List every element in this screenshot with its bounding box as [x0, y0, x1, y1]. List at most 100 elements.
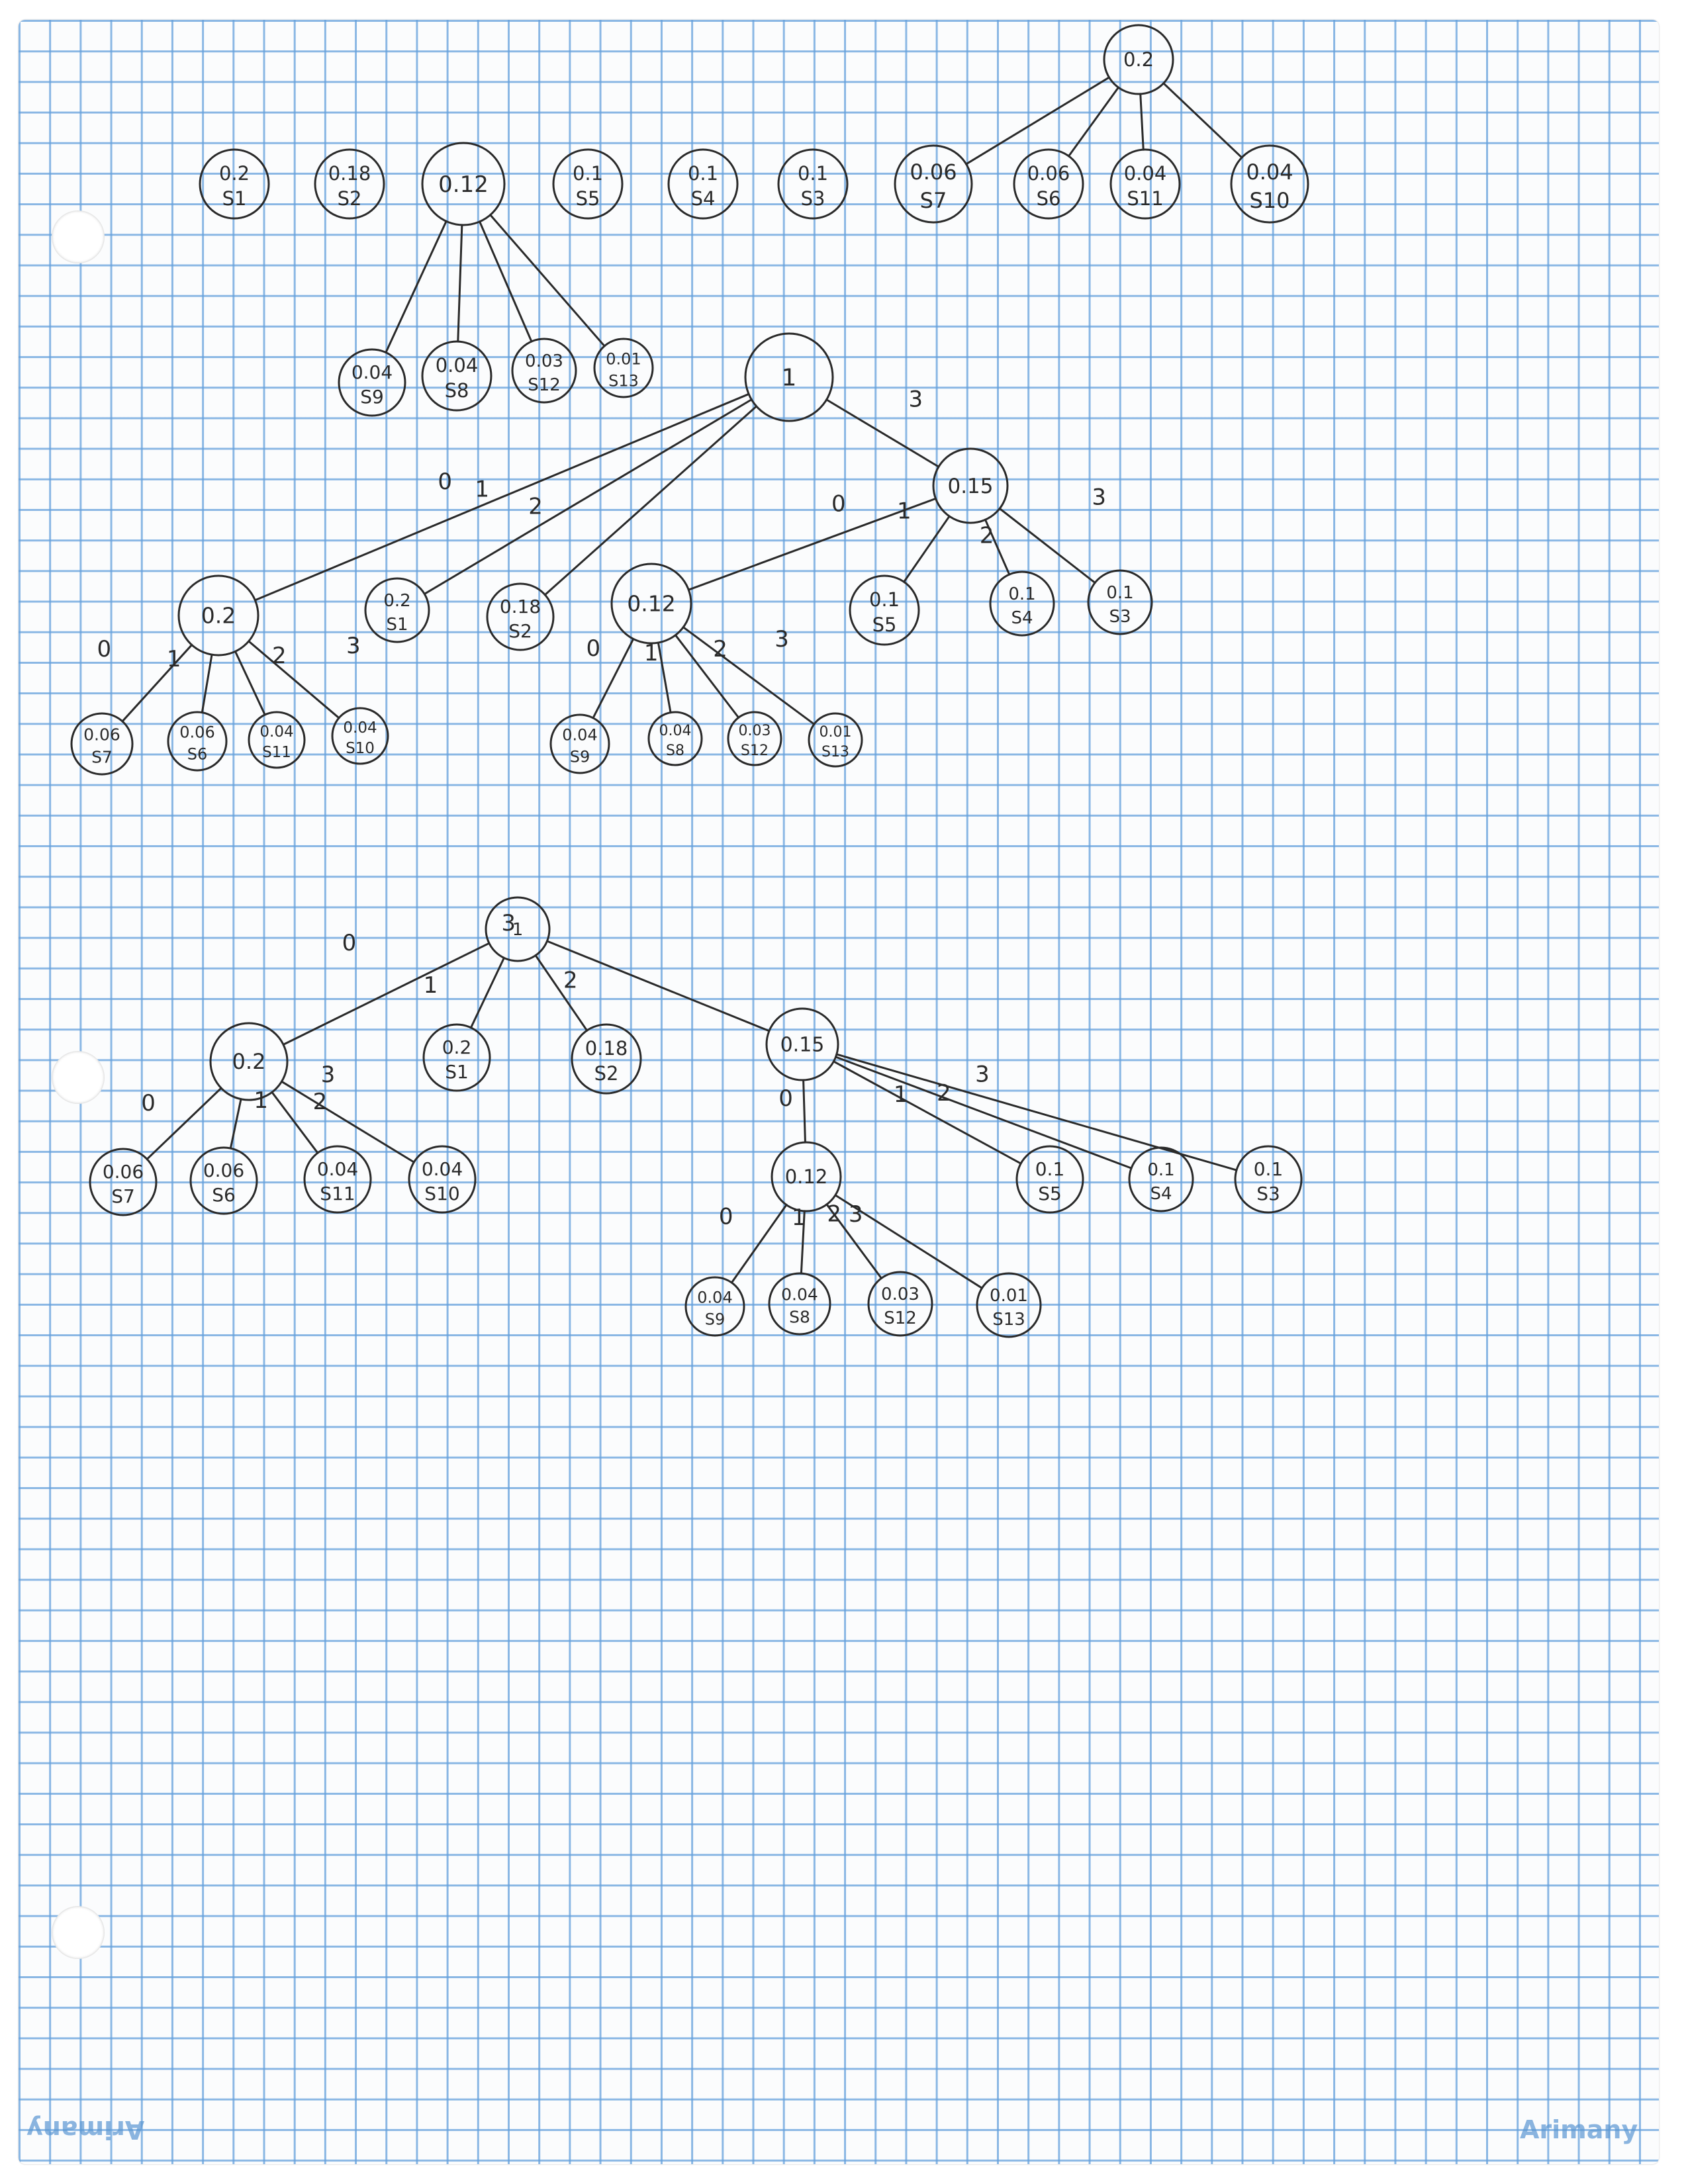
- edge-label-b_root-b_n015: 3: [908, 387, 923, 413]
- node-value: 0.01: [606, 350, 641, 369]
- edge-label-c_n02-c_s7: 0: [141, 1090, 156, 1116]
- node-circle: [421, 340, 492, 412]
- node-circle: [199, 148, 270, 220]
- node-symbol: S12: [884, 1308, 917, 1328]
- node-symbol: S1: [386, 615, 408, 635]
- node-symbol: S6: [212, 1184, 236, 1206]
- node-circle: [422, 1023, 491, 1092]
- edge-label-b_n015-b_s3: 3: [1092, 484, 1106, 510]
- node-value: 0.15: [947, 475, 993, 498]
- node-value: 0.04: [697, 1289, 732, 1307]
- node-value: 0.04: [317, 1158, 358, 1180]
- node-value: 0.06: [103, 1161, 144, 1183]
- binder-hole-middle: [52, 1051, 105, 1104]
- edge-label-c_n012-c_s13: 3: [849, 1201, 863, 1228]
- node-value: 0.15: [780, 1034, 825, 1057]
- edge-label-b_n015-b_s4: 2: [980, 523, 994, 549]
- node-circle: [808, 712, 863, 768]
- edge-a_n02-a_s7: [965, 76, 1111, 165]
- node-a_n02: 0.2: [1103, 24, 1174, 95]
- edge-c_root-c_n015: [545, 940, 771, 1032]
- node-value: 0.1: [798, 162, 828, 185]
- node-symbol: S11: [320, 1183, 355, 1205]
- node-circle: [593, 338, 654, 398]
- node-value: 0.2: [219, 162, 250, 185]
- edge-label-c_n015-c_s5: 1: [894, 1081, 908, 1108]
- edge-a_n012-a_s12: [479, 220, 533, 343]
- node-symbol: S12: [741, 743, 769, 759]
- node-circle: [209, 1022, 289, 1101]
- node-value: 0.1: [869, 588, 900, 611]
- node-symbol: S7: [111, 1185, 135, 1207]
- node-symbol: S9: [705, 1310, 726, 1328]
- edge-c_n015-c_s4: [835, 1056, 1133, 1169]
- edge-b_root-b_s2: [543, 405, 758, 596]
- node-value: 0.12: [438, 171, 489, 198]
- node-circle: [1109, 148, 1181, 220]
- node-value: 0.06: [203, 1160, 244, 1181]
- node-value: 0.1: [1008, 584, 1035, 604]
- edge-label-b_n015-b_s5: 1: [897, 498, 912, 525]
- node-circle: [89, 1148, 158, 1216]
- edge-label-c_n015-c_s3: 3: [975, 1062, 990, 1088]
- node-symbol: S10: [424, 1183, 459, 1205]
- node-symbol: S7: [91, 748, 113, 767]
- node-symbol: S4: [1011, 608, 1033, 628]
- node-c_n015: 0.15: [765, 1007, 839, 1081]
- node-symbol: S12: [528, 375, 561, 395]
- node-circle: [177, 574, 259, 657]
- node-value: 0.01: [820, 724, 852, 741]
- node-circle: [338, 348, 406, 417]
- edge-c_n02-c_s11: [271, 1091, 319, 1154]
- node-a_n012: 0.12: [421, 142, 506, 226]
- node-circle: [70, 712, 134, 776]
- edge-label-c_n02-c_s10: 3: [321, 1062, 336, 1088]
- node-value: 0.04: [422, 1158, 463, 1180]
- node-c_s3: 0.1S3: [1234, 1145, 1303, 1214]
- node-symbol: S1: [445, 1061, 469, 1083]
- edge-a_n012-a_s13: [489, 214, 606, 347]
- node-symbol: S3: [1109, 607, 1131, 627]
- node-value: 1: [782, 365, 797, 392]
- edge-b_n015-b_s5: [903, 515, 951, 583]
- binder-hole-top: [52, 210, 105, 263]
- node-circle: [667, 148, 739, 220]
- node-circle: [331, 707, 389, 765]
- edge-label-b_root-b_s2: 2: [528, 493, 543, 520]
- edge-label-b_n02-b_s7: 0: [97, 636, 111, 662]
- edge-b_n012-b_s9: [592, 637, 635, 719]
- node-value: 0.04: [1124, 162, 1167, 185]
- node-value: 0.06: [83, 725, 120, 744]
- node-symbol: S6: [1037, 187, 1061, 210]
- edge-label-b_n015-b_n012: 0: [831, 490, 846, 517]
- edge-b_root-b_n02: [254, 392, 750, 602]
- node-b_s5: 0.1S5: [849, 574, 920, 646]
- node-value: 0.01: [990, 1286, 1028, 1306]
- edge-c_n02-c_s7: [146, 1087, 222, 1160]
- node-a_s3: 0.1S3: [777, 148, 849, 220]
- node-circle: [610, 563, 692, 645]
- edge-a_n012-a_s9: [385, 220, 447, 354]
- edge-label-c_n02-c_s11: 2: [313, 1089, 328, 1115]
- node-circle: [867, 1271, 933, 1337]
- node-symbol: S8: [789, 1308, 810, 1327]
- node-symbol: S4: [691, 187, 716, 210]
- edge-b_n012-b_s12: [674, 634, 740, 719]
- node-value: 0.06: [1027, 162, 1070, 185]
- node-circle: [1103, 24, 1174, 95]
- node-circle: [571, 1023, 642, 1095]
- edge-b_n012-b_s13: [682, 626, 816, 725]
- edge-label-b_root-b_n02: 0: [438, 469, 452, 495]
- edge-c_n02-c_s10: [281, 1080, 415, 1163]
